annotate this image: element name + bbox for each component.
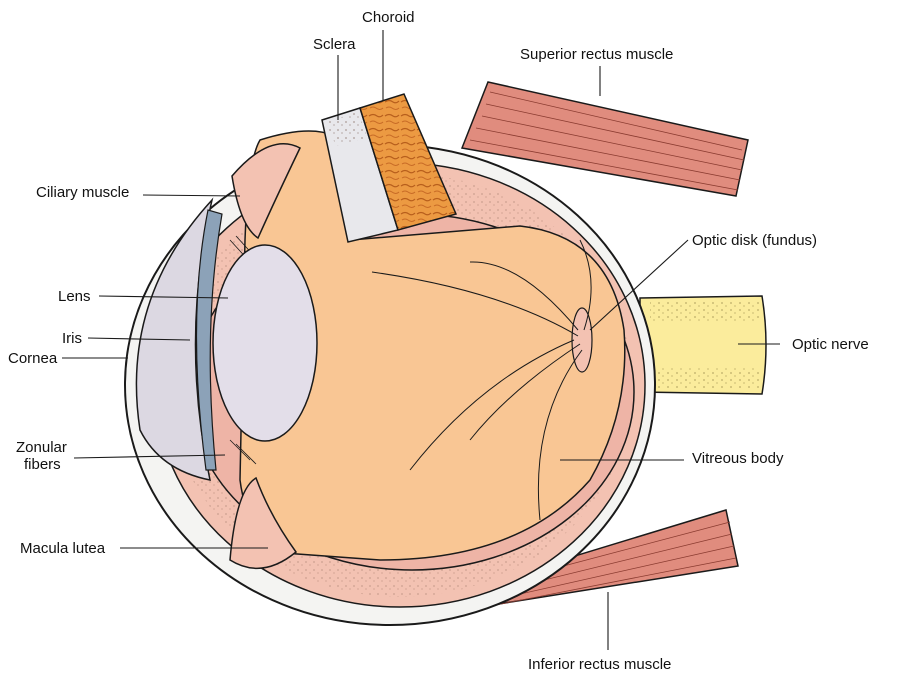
leader-lines [62, 30, 780, 650]
label-iris: Iris [62, 330, 82, 347]
optic-nerve [639, 295, 767, 395]
vitreous-body [239, 130, 626, 561]
label-zonular: Zonular [16, 439, 67, 456]
label-macula-lutea: Macula lutea [20, 540, 106, 557]
superior-rectus-muscle [460, 81, 749, 197]
label-lens: Lens [58, 288, 91, 305]
label-sclera: Sclera [313, 36, 356, 53]
label-inferior-rectus: Inferior rectus muscle [528, 656, 672, 673]
label-optic-nerve: Optic nerve [792, 336, 869, 353]
retinal-vessels [371, 239, 592, 521]
label-ciliary-muscle: Ciliary muscle [36, 184, 130, 201]
label-choroid: Choroid [362, 9, 415, 26]
label-fibers: fibers [24, 456, 61, 473]
ciliary-body-lower [229, 476, 298, 570]
label-optic-disk: Optic disk (fundus) [692, 232, 818, 249]
cutaway-layers [321, 93, 458, 243]
label-superior-rectus: Superior rectus muscle [520, 46, 674, 63]
lens [212, 244, 318, 442]
ciliary-body-upper [231, 143, 301, 240]
label-cornea: Cornea [8, 350, 58, 367]
label-vitreous-body: Vitreous body [692, 450, 784, 467]
iris [195, 209, 223, 471]
optic-disk [571, 307, 593, 373]
